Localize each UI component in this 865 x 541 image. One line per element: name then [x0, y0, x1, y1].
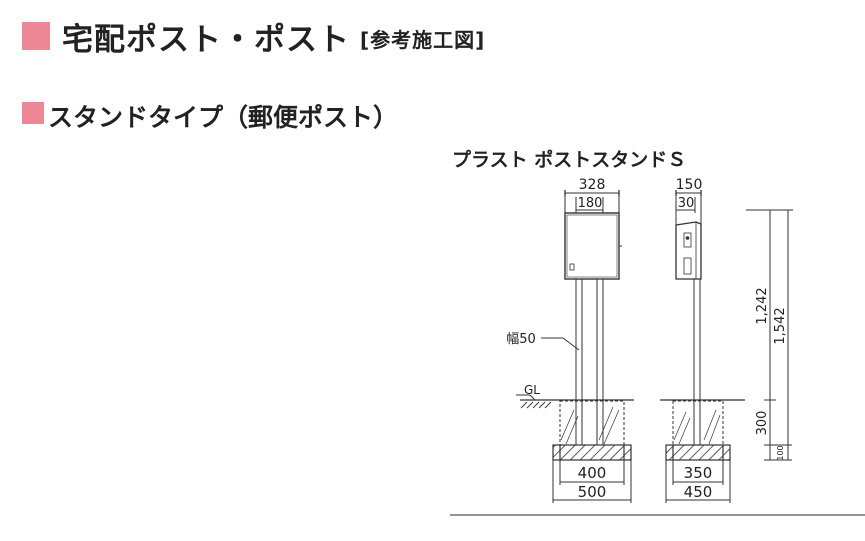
- title-marker: [22, 22, 50, 50]
- page-title: 宅配ポスト・ポスト [参考施工図]: [62, 14, 485, 59]
- foundation-height-label: 300: [755, 411, 770, 436]
- side-base-outer-label: 450: [684, 483, 713, 501]
- side-base-inner-label: 350: [684, 464, 713, 482]
- front-foundation: [559, 400, 625, 446]
- post-width-label: 幅50: [506, 332, 536, 347]
- front-mailbox: [564, 212, 620, 280]
- front-base-outer-label: 500: [578, 483, 607, 501]
- front-spacing-label: 180: [578, 196, 603, 211]
- diagram-title: プラスト ポストスタンドＳ: [452, 149, 687, 171]
- side-offset-label: 30: [678, 196, 695, 211]
- front-mailbox-lock: [569, 263, 575, 271]
- page-title-text: 宅配ポスト・ポスト: [62, 22, 350, 58]
- overall-height-label: 1,542: [773, 307, 788, 344]
- section-title: スタンドタイプ（郵便ポスト）: [48, 103, 399, 132]
- ground-level-label: GL: [524, 383, 540, 397]
- front-base-inner-label: 400: [578, 464, 607, 482]
- side-foundation: [672, 400, 724, 446]
- side-mailbox: [675, 221, 702, 280]
- front-base: [552, 444, 632, 461]
- box-top-height-label: 1,242: [755, 287, 770, 324]
- front-width-label: 328: [579, 177, 606, 193]
- side-depth-label: 150: [676, 177, 703, 193]
- page-subtitle: [参考施工図]: [360, 28, 486, 52]
- side-base: [665, 444, 731, 461]
- section-marker: [22, 102, 44, 124]
- base-height-label: 100: [776, 445, 785, 460]
